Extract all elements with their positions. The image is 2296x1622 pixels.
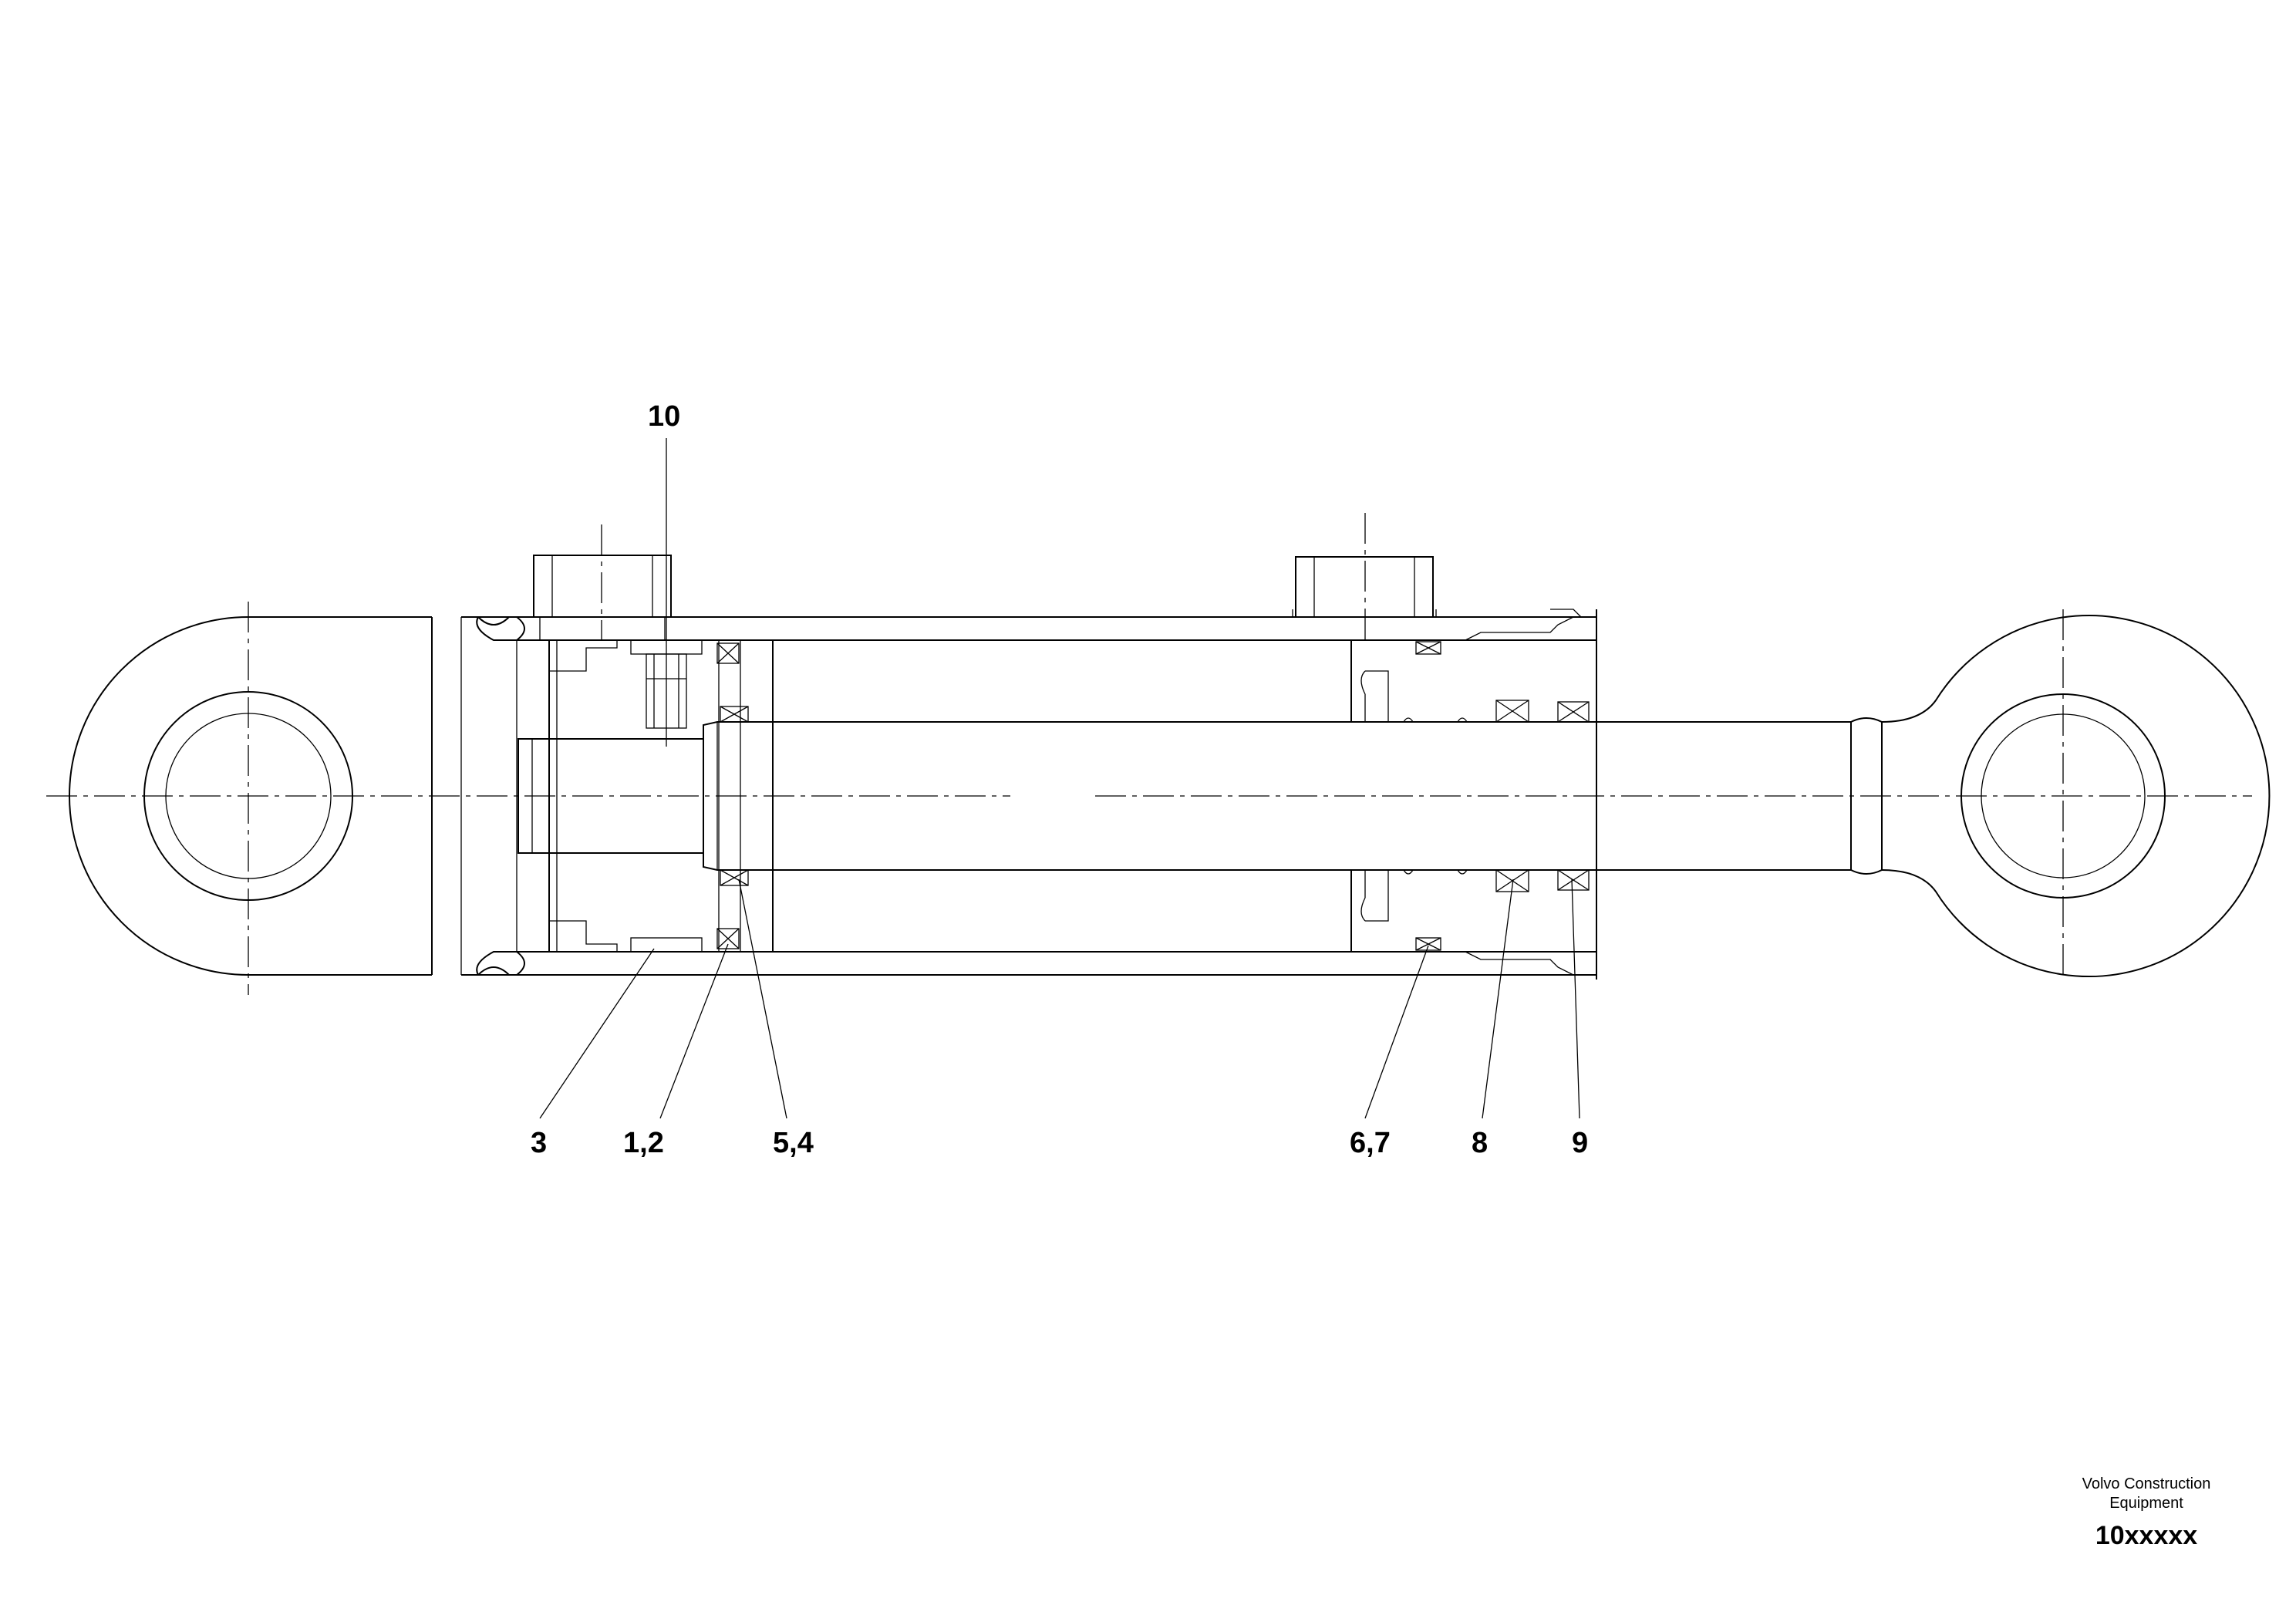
port-boss-right	[1292, 556, 1437, 618]
center-lines	[46, 513, 2252, 995]
drawing-number: 10xxxxx	[2095, 1521, 2197, 1550]
barrel	[461, 609, 1597, 980]
port-boss-left	[533, 555, 672, 640]
callout-10: 10	[648, 400, 680, 433]
rod-eye	[1881, 615, 2271, 977]
callout-3: 3	[531, 1127, 547, 1159]
piston	[548, 639, 774, 953]
title-block: Volvo Construction Equipment 10xxxxx	[2082, 1475, 2211, 1550]
callout-1-2: 1,2	[623, 1127, 664, 1159]
leader-lines	[539, 438, 1580, 1119]
callout-8: 8	[1472, 1127, 1488, 1159]
barrel-eye	[69, 616, 462, 976]
company-name-line2: Equipment	[2109, 1495, 2183, 1512]
callout-6-7: 6,7	[1350, 1127, 1391, 1159]
company-name-line1: Volvo Construction	[2082, 1475, 2211, 1492]
callout-5-4: 5,4	[773, 1127, 814, 1159]
gland	[1350, 609, 1590, 976]
callout-9: 9	[1572, 1127, 1588, 1159]
